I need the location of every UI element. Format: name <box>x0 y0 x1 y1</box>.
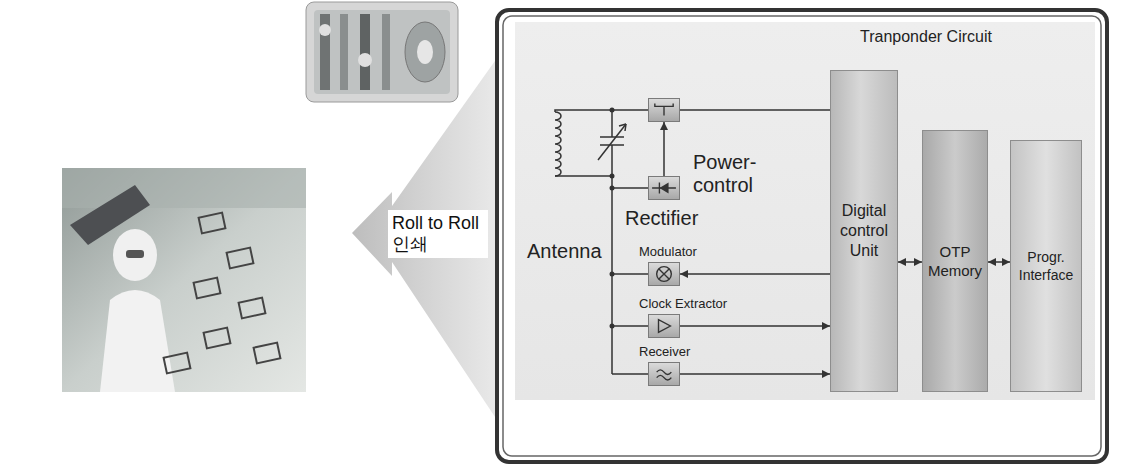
modulator-block: Modulator <box>648 262 680 286</box>
block-label: Receiver <box>639 344 690 360</box>
machine-photo <box>306 2 458 102</box>
cleanroom-photo <box>62 168 306 392</box>
panel-heading: Tranponder Circuit <box>860 28 992 46</box>
box-text: Digital control Unit <box>831 201 897 261</box>
recv-symbol <box>649 363 679 385</box>
print-label-box: Roll to Roll 인쇄 <box>388 210 488 258</box>
circuit-panel: Tranponder CircuitPower- controlRectifie… <box>515 22 1095 400</box>
receiver-block: Receiver <box>648 362 680 386</box>
memory-box: OTP Memory <box>922 130 988 392</box>
connector-arrow <box>680 273 830 275</box>
block-label: Modulator <box>639 244 697 260</box>
clock-symbol <box>649 315 679 337</box>
power-symbol <box>649 99 679 121</box>
clock-extractor-block: Clock Extractor <box>648 314 680 338</box>
rect-symbol <box>649 177 679 199</box>
mod-symbol <box>649 263 679 285</box>
connector-arrow <box>680 325 830 327</box>
box-text: Roll to Roll 인쇄 <box>392 213 484 255</box>
outer-frame <box>497 10 1107 462</box>
panel-ground <box>515 22 1095 400</box>
power-control-block: Power- control <box>648 98 680 122</box>
connector-arrow <box>680 109 830 111</box>
connector-arrow <box>988 261 1010 263</box>
box-text: Progr. Interface <box>1011 248 1081 284</box>
inner-frame <box>503 16 1101 456</box>
connector-arrow <box>680 373 830 375</box>
junction-dots <box>610 108 615 329</box>
block-label: Power- control <box>693 151 756 197</box>
control-unit-box: Digital control Unit <box>830 70 898 392</box>
block-label: Clock Extractor <box>639 296 727 312</box>
rectifier-block: Rectifier <box>648 176 680 200</box>
antenna-label: Antenna <box>527 240 602 263</box>
block-label: Rectifier <box>625 207 698 230</box>
connector-arrow <box>663 122 665 176</box>
interface-box: Progr. Interface <box>1010 140 1082 392</box>
box-text: OTP Memory <box>923 242 987 280</box>
zoom-arrow <box>352 58 497 420</box>
connector-arrow <box>898 261 922 263</box>
